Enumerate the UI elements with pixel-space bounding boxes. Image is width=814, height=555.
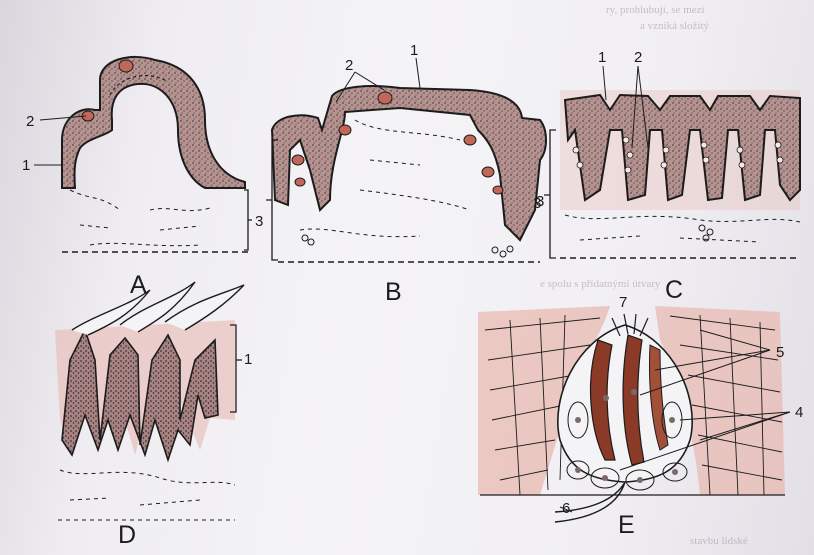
label-c-3: 3 <box>536 193 544 210</box>
label-a-3: 3 <box>255 213 263 230</box>
panel-c <box>544 66 800 258</box>
label-e-6: 6 <box>562 500 570 517</box>
label-b-1: 1 <box>410 42 418 59</box>
label-a-1: 1 <box>22 157 30 174</box>
panel-letter-d: D <box>118 521 136 549</box>
panel-b <box>266 58 546 262</box>
label-b-2: 2 <box>345 57 353 74</box>
label-d-1: 1 <box>244 351 252 368</box>
label-e-4: 4 <box>795 404 803 421</box>
label-e-5: 5 <box>776 344 784 361</box>
panel-letter-e: E <box>618 511 635 539</box>
label-a-2: 2 <box>26 113 34 130</box>
label-c-2: 2 <box>634 49 642 66</box>
panel-e <box>478 306 790 522</box>
panel-letter-b: B <box>385 278 402 306</box>
panel-d <box>55 282 244 520</box>
panel-a <box>34 52 258 252</box>
label-e-7: 7 <box>619 294 627 311</box>
label-c-1: 1 <box>598 49 606 66</box>
panel-letter-c: C <box>665 276 683 304</box>
